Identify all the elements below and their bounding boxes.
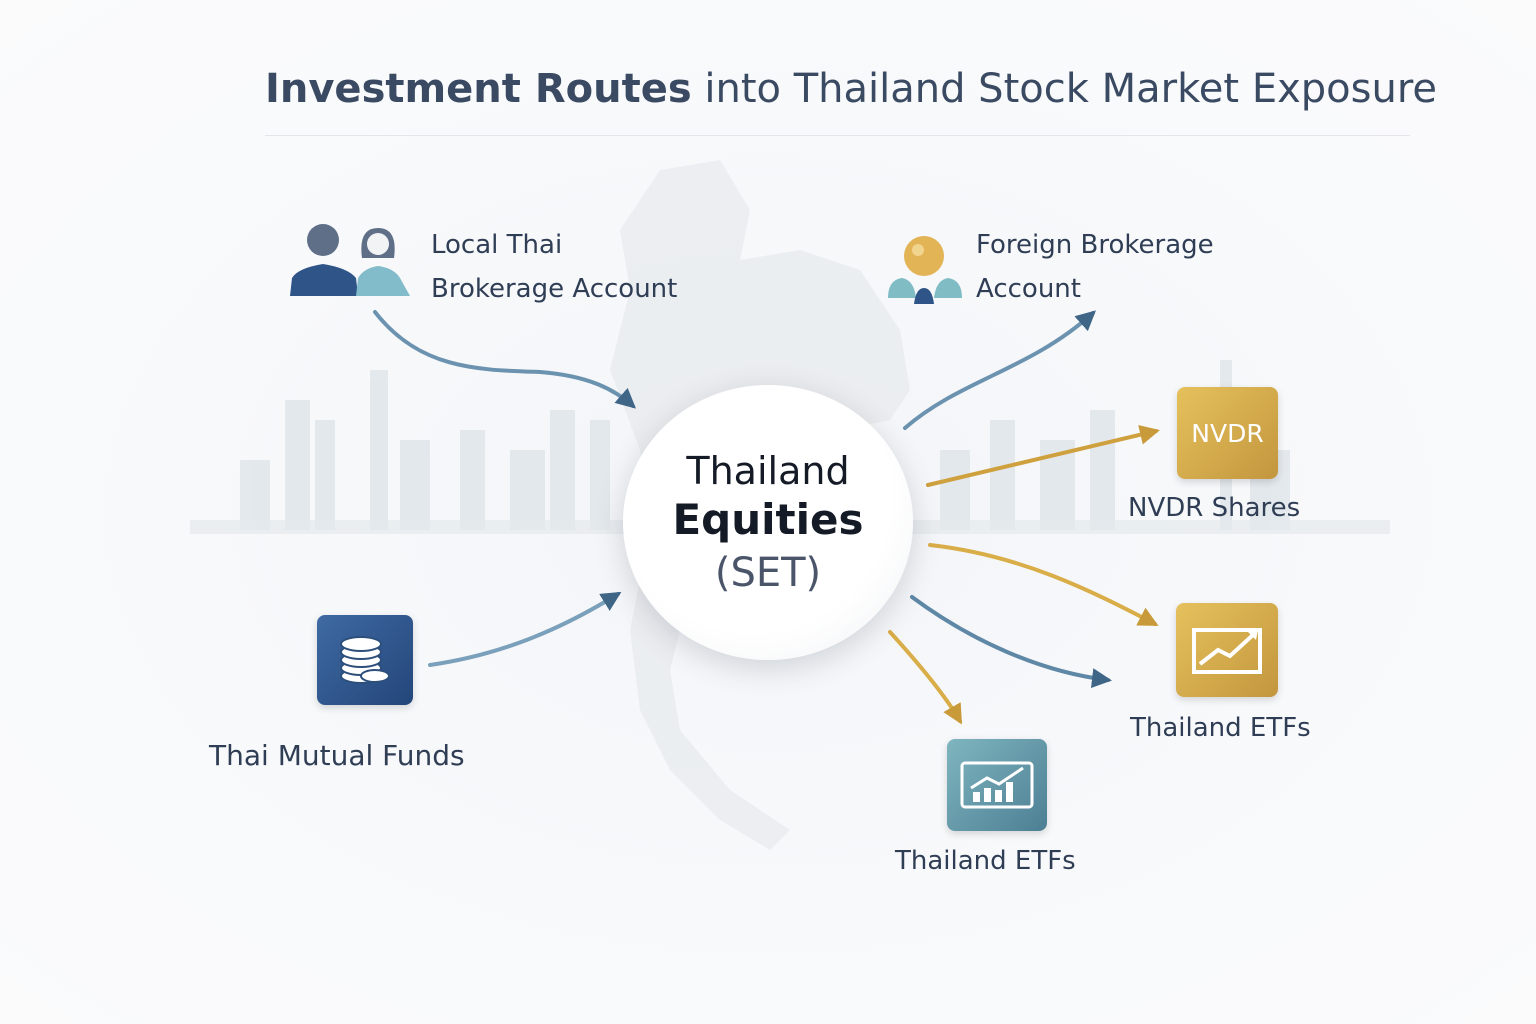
arrow-nvdr (926, 424, 1160, 487)
arrow-etf-gold (928, 543, 1159, 626)
title-divider (265, 135, 1410, 136)
center-line3: (SET) (714, 550, 822, 596)
label-thai-mutual-funds: Thai Mutual Funds (209, 739, 465, 772)
arrow-etf-blue (910, 595, 1112, 689)
label-thailand-etfs-bottom: Thailand ETFs (895, 846, 1076, 876)
arrow-foreign (903, 310, 1096, 430)
arrow-local (373, 310, 636, 409)
center-line2: Equities (672, 495, 864, 544)
label-nvdr-shares: NVDR Shares (1128, 493, 1301, 523)
arrow-etf-bottom (888, 630, 962, 725)
globe-people-icon (888, 236, 962, 304)
thailand-map-background (610, 160, 910, 850)
city-skyline-background (190, 360, 1390, 534)
chart-up-icon (947, 739, 1047, 831)
page-title: Investment Routes into Thailand Stock Ma… (265, 66, 1437, 112)
nvdr-tile: NVDR (1177, 387, 1278, 479)
arrow-mutual (428, 591, 622, 667)
label-thailand-etfs-right: Thailand ETFs (1130, 713, 1311, 743)
center-line1: Thailand (686, 449, 850, 493)
etf-chart-icon (1176, 603, 1278, 697)
center-node-thailand-equities: Thailand Equities (SET) (623, 385, 913, 660)
people-icon (290, 224, 410, 296)
coins-stack-icon (317, 615, 413, 705)
